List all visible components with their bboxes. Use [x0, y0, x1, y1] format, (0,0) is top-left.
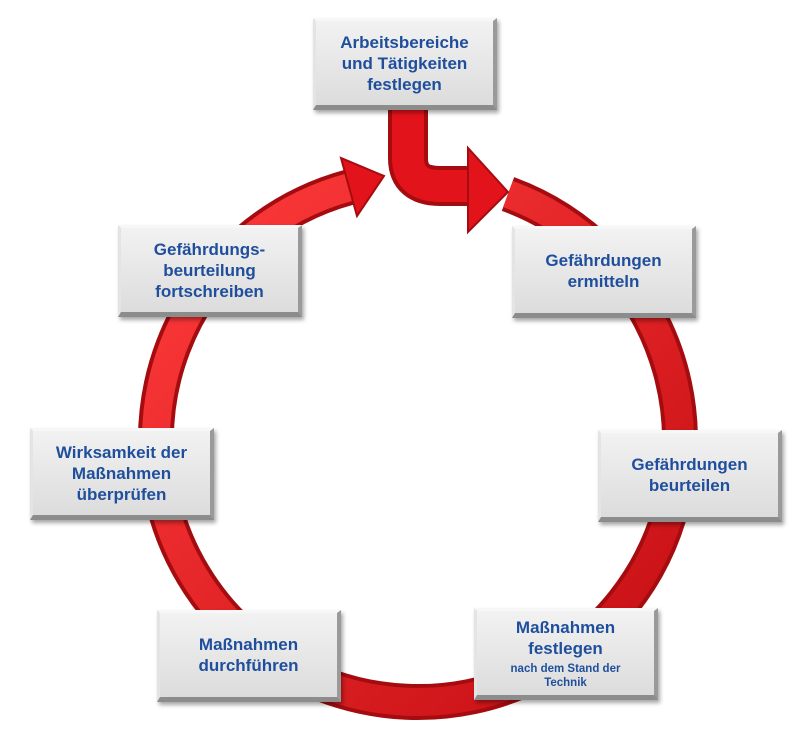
step-define-measures: Maßnahmen festlegen nach dem Stand der T… [474, 608, 658, 700]
step-text: fortschreiben [155, 281, 264, 301]
step-subtext: nach dem Stand der [510, 662, 621, 675]
step-text: Maßnahmen [515, 617, 616, 637]
step-text: überprüfen [76, 484, 167, 504]
step-text: durchführen [198, 656, 299, 675]
arrowhead-right [467, 145, 510, 235]
step-text: Wirksamkeit der [55, 442, 188, 462]
step-check-effectiveness: Wirksamkeit der Maßnahmen überprüfen [30, 428, 214, 520]
step-text: Gefährdungen [545, 251, 662, 270]
step-implement-measures: Maßnahmen durchführen [157, 610, 341, 702]
step-text: beurteilen [648, 476, 731, 495]
step-text: beurteilung [163, 260, 256, 280]
step-text: Maßnahmen [198, 635, 299, 654]
step-text: und Tätigkeiten [341, 53, 468, 73]
step-text: Gefährdungen [631, 455, 748, 474]
step-text: festlegen [367, 74, 442, 94]
step-text: Arbeitsbereiche [340, 32, 469, 52]
step-subtext: Technik [544, 676, 587, 689]
step-define-work-areas: Arbeitsbereiche und Tätigkeiten festlege… [313, 18, 497, 110]
step-text: Maßnahmen [71, 463, 172, 483]
step-identify-hazards: Gefährdungen ermitteln [512, 226, 696, 318]
step-update-assessment: Gefährdungs- beurteilung fortschreiben [118, 225, 302, 317]
arrowhead-left [339, 156, 386, 219]
step-text: festlegen [528, 638, 603, 658]
step-assess-hazards: Gefährdungen beurteilen [598, 430, 782, 522]
step-text: ermitteln [567, 272, 640, 291]
step-text: Gefährdungs- [153, 239, 266, 259]
